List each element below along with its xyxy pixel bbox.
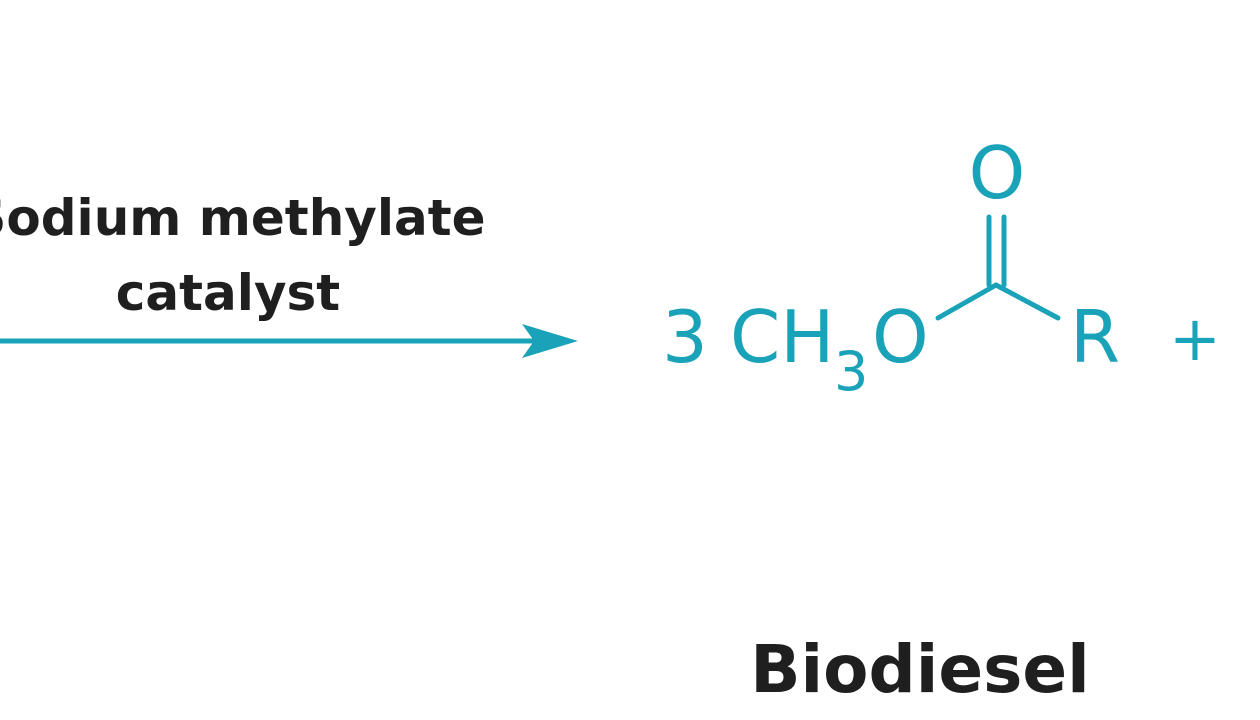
r-group: R — [1070, 295, 1120, 379]
methyl-ester-structure: 3 CH 3 O O R + — [662, 131, 1221, 403]
stoichiometric-coefficient: 3 — [662, 295, 708, 379]
ester-bond — [935, 282, 999, 321]
product-label: Biodiesel — [750, 631, 1090, 708]
catalyst-label-line2: catalyst — [116, 264, 340, 322]
methyl-group: CH — [730, 295, 834, 379]
reaction-arrow — [0, 324, 578, 358]
catalyst-label-line1: Sodium methylate — [0, 189, 486, 247]
carbonyl-oxygen: O — [969, 131, 1026, 215]
reaction-arrow-head — [522, 324, 578, 358]
r-group-bond — [993, 282, 1061, 321]
methyl-subscript: 3 — [834, 340, 868, 403]
ester-oxygen: O — [872, 295, 929, 379]
plus-sign: + — [1169, 302, 1221, 375]
